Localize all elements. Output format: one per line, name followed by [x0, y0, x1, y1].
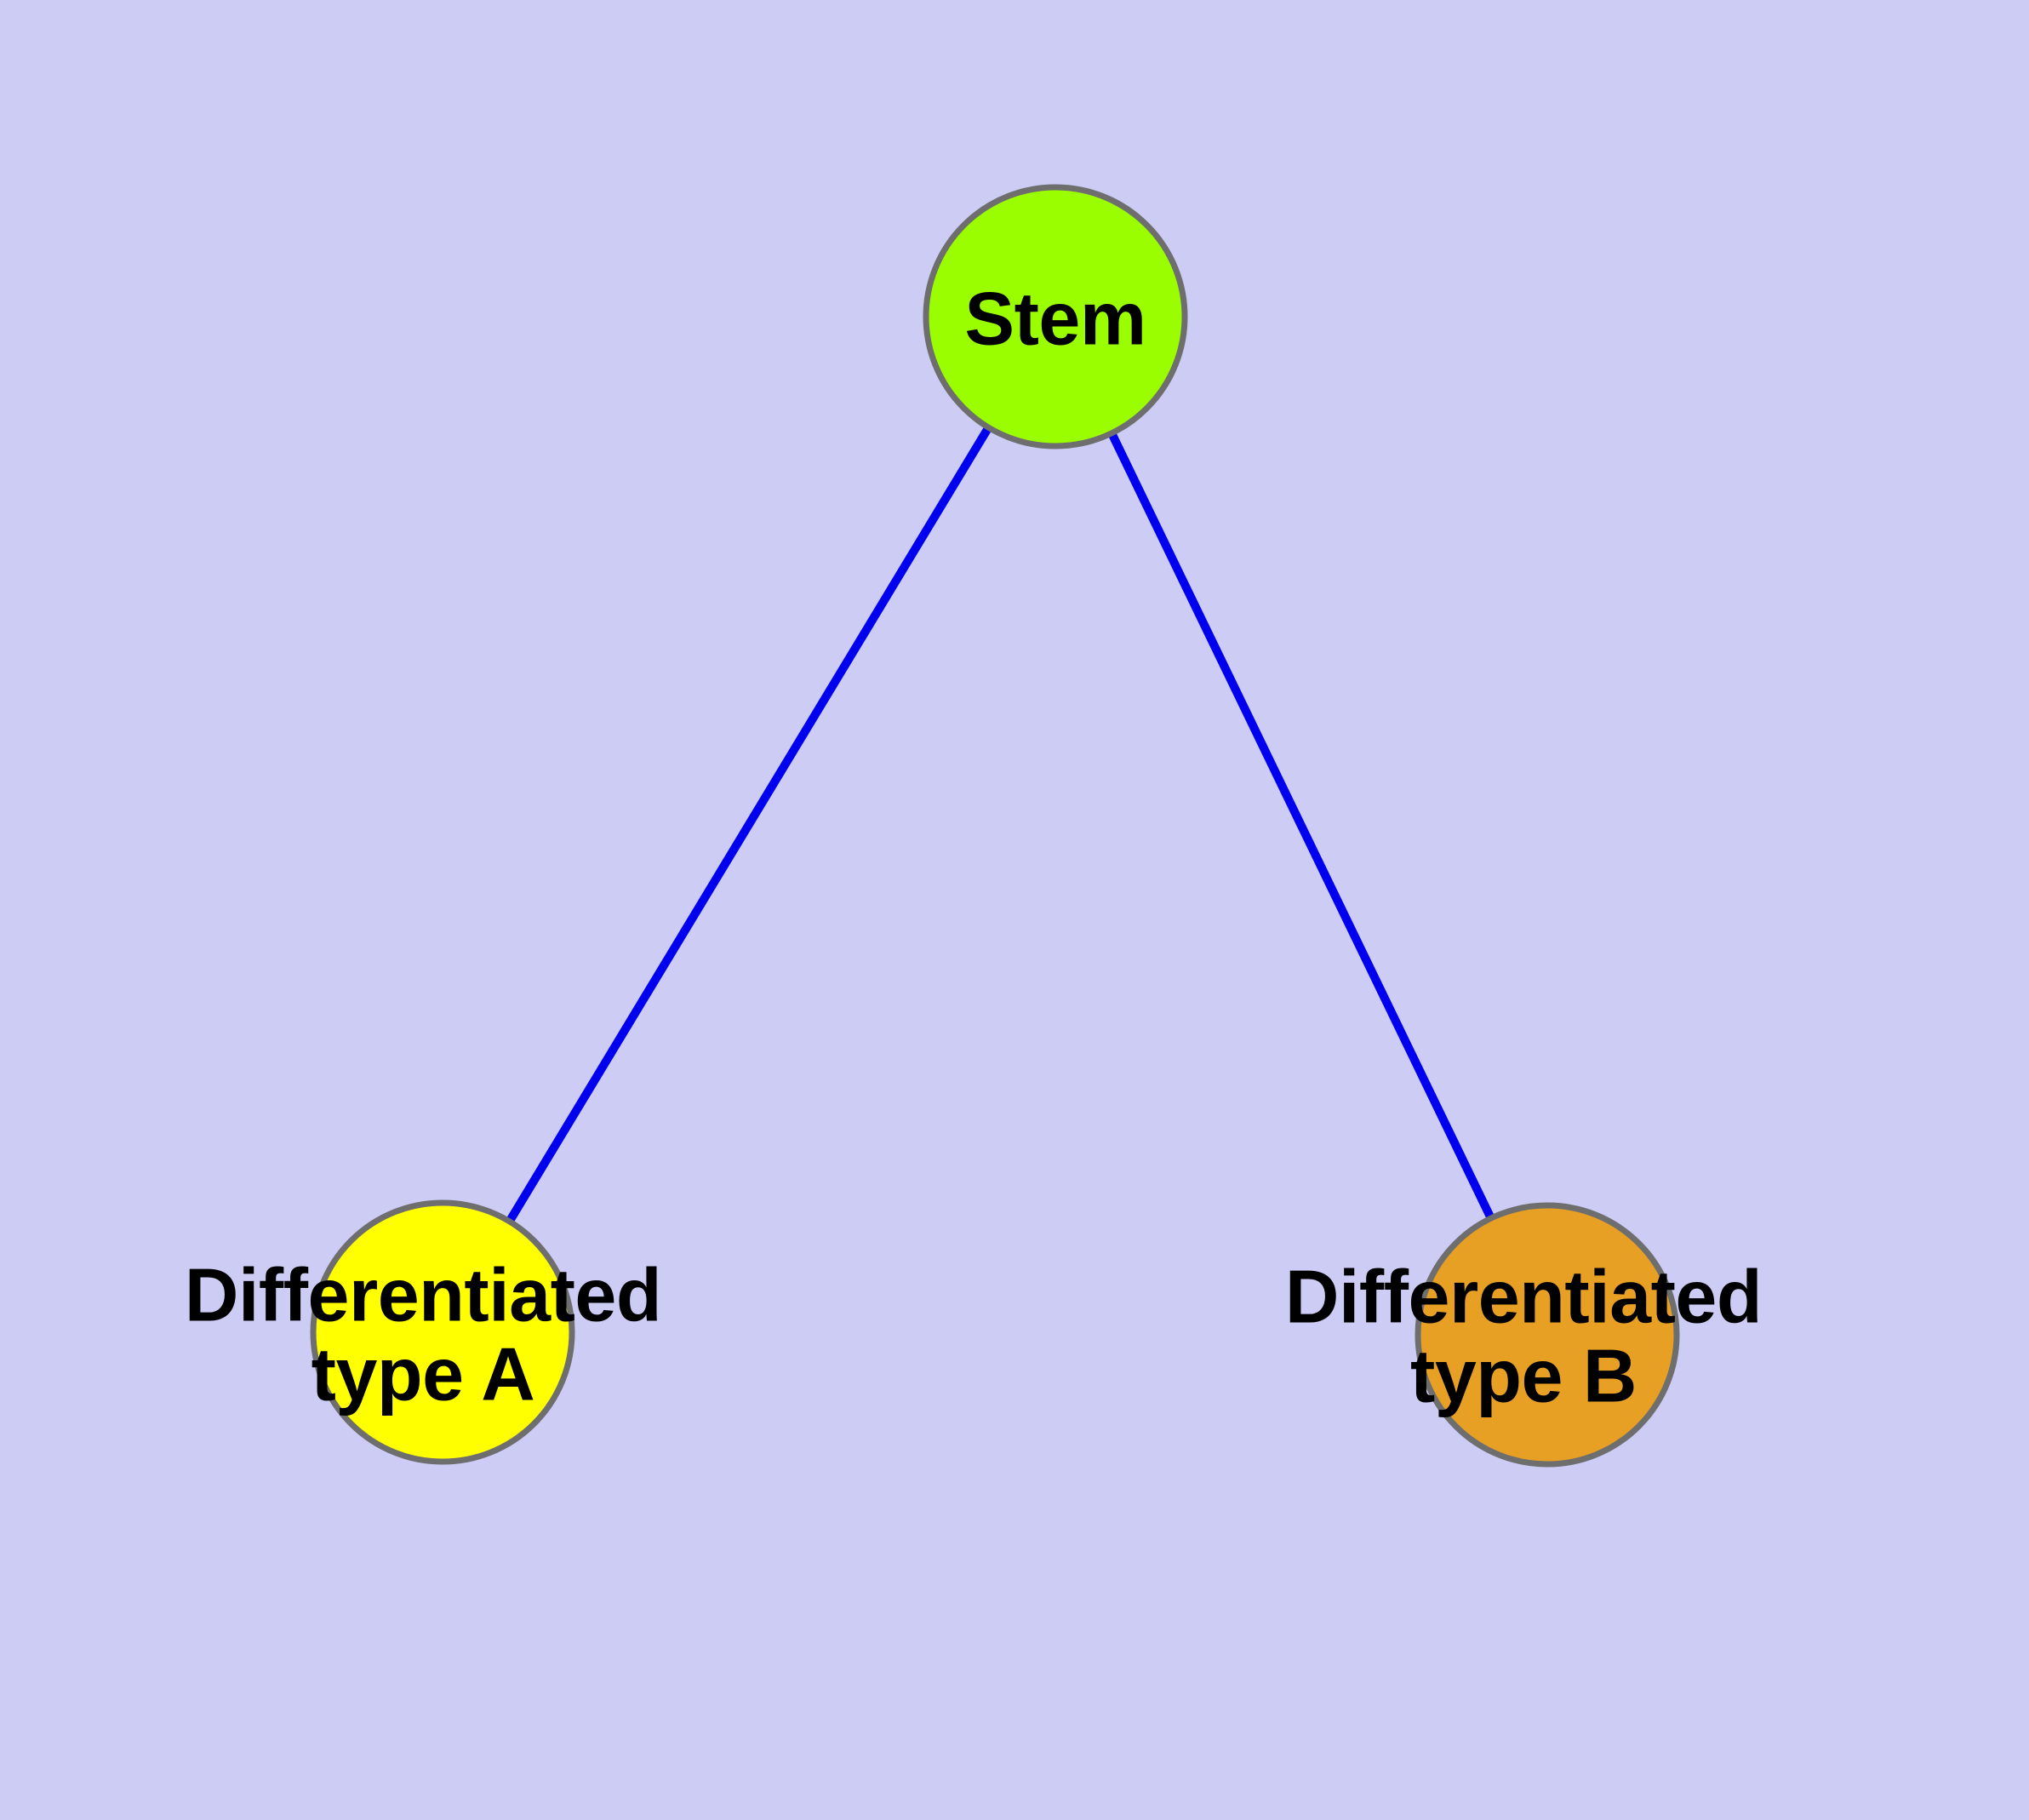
edge-layer — [506, 426, 1495, 1223]
node-circle-stem[interactable] — [923, 184, 1188, 449]
edge-stem-to-type-a[interactable] — [506, 426, 992, 1223]
edge-stem-to-type-b[interactable] — [1108, 432, 1495, 1219]
node-layer — [310, 184, 1680, 1468]
node-circle-differentiated-type-b[interactable] — [1415, 1202, 1680, 1468]
node-circle-differentiated-type-a[interactable] — [310, 1199, 575, 1465]
